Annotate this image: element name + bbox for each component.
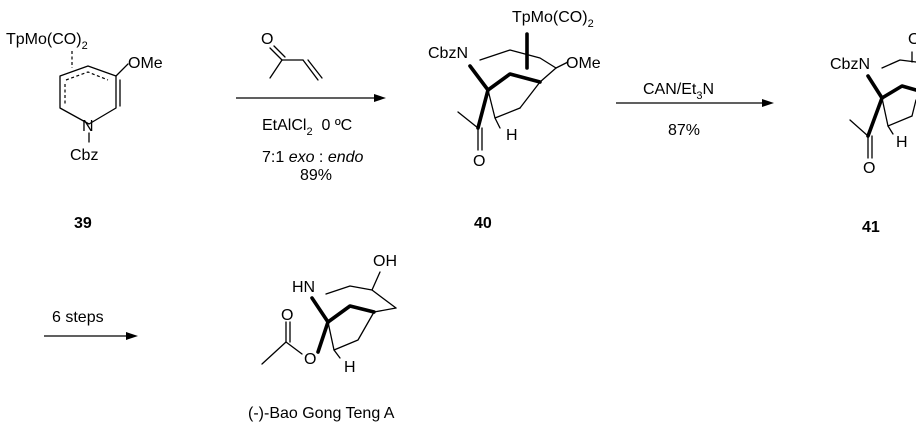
compound-41-oxygen-label: O	[863, 160, 875, 177]
step-3-label: 6 steps	[52, 309, 104, 326]
step-1-yield: 89%	[300, 167, 332, 184]
reaction-arrow-1-head	[374, 94, 386, 102]
product-oh-bond	[371, 271, 381, 291]
compound-41-lower-ring	[881, 97, 913, 127]
product-h-label: H	[344, 359, 356, 376]
product-ester-oxygen-label: O	[304, 351, 316, 368]
compound-39-n-label: N	[82, 118, 94, 135]
compound-39: TpMo(CO)2 OMe N Cbz 39	[6, 31, 163, 232]
product-ester-wedge	[316, 320, 330, 354]
step-3: 6 steps	[44, 309, 138, 340]
product-h-bond	[333, 349, 341, 359]
compound-41-front-bonds	[880, 84, 916, 100]
compound-40-h-label: H	[506, 127, 518, 144]
compound-40-cbzn-label: CbzN	[428, 45, 468, 62]
mvk-methyl-bond	[269, 59, 283, 79]
compound-40-metal-label: TpMo(CO)2	[512, 9, 594, 30]
compound-41-cbzn-label: CbzN	[830, 56, 870, 73]
compound-40-ome-label: OMe	[566, 55, 601, 72]
mvk-carbonyl-bond-2	[273, 45, 286, 58]
step-1-reagent: EtAlCl2 0 ºC	[262, 117, 352, 138]
compound-39-allyl-dash	[65, 71, 109, 81]
product-back-bridge	[325, 285, 397, 309]
product-methyl-bond	[261, 341, 287, 365]
product-oh-label: OH	[373, 253, 397, 270]
compound-40-allyl-bond	[539, 67, 557, 83]
mvk-terminal-bond-2	[307, 59, 323, 79]
product-hn-label: HN	[292, 279, 315, 296]
mvk-carbonyl-bond	[269, 47, 283, 61]
step-1: O EtAlCl2 0 ºC 7:1 exo : endo 89%	[236, 31, 386, 184]
step-2-reagent: CAN/Et3N	[643, 81, 714, 102]
compound-39-ring	[59, 65, 117, 125]
compound-41-ring-close	[911, 99, 916, 117]
compound-41-methyl-bond	[849, 119, 869, 137]
reaction-arrow-3-head	[126, 332, 138, 340]
compound-40-h-bond	[494, 117, 501, 129]
product-wedge-n	[310, 296, 330, 324]
mvk-oxygen-label: O	[261, 31, 273, 48]
compound-41-ketone-oxygen-label: O	[908, 31, 916, 48]
compound-39-cbz-label: Cbz	[70, 147, 98, 164]
compound-40: TpMo(CO)2 CbzN OMe O H 40	[428, 9, 601, 232]
product-front-bonds	[326, 304, 376, 324]
compound-40-ring-close	[519, 81, 541, 109]
product-carbonyl-oxygen-label: O	[281, 307, 293, 324]
product-ester-bond	[285, 341, 303, 355]
mvk-structure: O	[261, 31, 323, 81]
compound-39-ome-bond	[115, 63, 129, 77]
compound-40-number: 40	[474, 215, 492, 232]
product-bao-gong-teng-a: OH HN H O O (-)-Bao Gong Teng A	[248, 253, 397, 422]
reaction-arrow-2-head	[762, 99, 774, 107]
product-lower-ring	[327, 311, 375, 351]
compound-40-ome-bond	[555, 61, 569, 69]
compound-40-back-bridge	[479, 49, 557, 69]
compound-41: CbzN O O H 41	[830, 31, 916, 236]
compound-41-h-bond	[887, 125, 894, 135]
compound-41-acetyl-wedge	[866, 96, 884, 138]
compound-40-acetyl-wedge	[476, 88, 490, 130]
product-name: (-)-Bao Gong Teng A	[248, 405, 395, 422]
compound-40-lower-ring	[487, 89, 521, 119]
compound-39-ome-label: OMe	[128, 55, 163, 72]
compound-39-metal-label: TpMo(CO)2	[6, 31, 88, 52]
step-1-ratio: 7:1 exo : endo	[262, 149, 364, 166]
compound-41-wedge-n	[866, 74, 884, 100]
step-2: CAN/Et3N 87%	[616, 81, 774, 139]
compound-39-number: 39	[74, 215, 92, 232]
compound-41-back-bridge	[881, 59, 916, 69]
compound-40-oxygen-label: O	[473, 153, 485, 170]
product-ring-bond	[373, 307, 397, 313]
mvk-terminal-bond	[302, 59, 319, 81]
compound-40-front-bonds	[486, 72, 542, 92]
compound-40-wedge-n	[468, 64, 490, 92]
compound-41-number: 41	[862, 219, 880, 236]
compound-41-h-label: H	[896, 134, 908, 151]
step-2-yield: 87%	[668, 122, 700, 139]
compound-40-methyl-bond	[457, 111, 479, 129]
